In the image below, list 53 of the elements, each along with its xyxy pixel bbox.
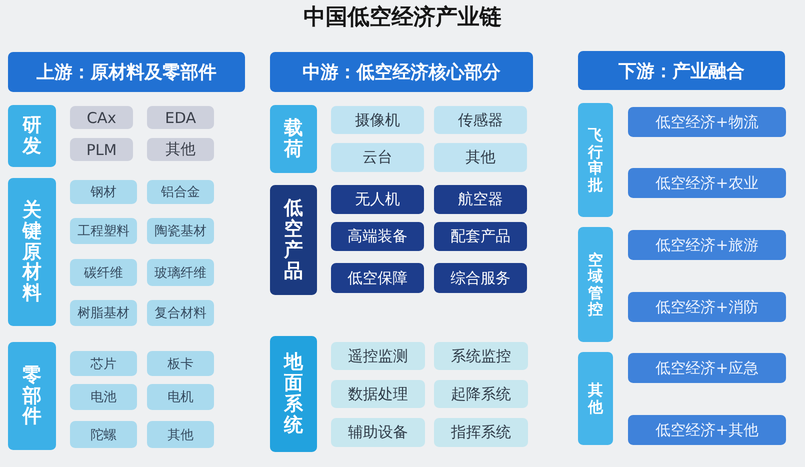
item-tag: EDA	[147, 106, 214, 129]
category-tab: 零部件	[8, 342, 56, 450]
item-tag: 云台	[331, 143, 424, 172]
category-tab: 低空产品	[270, 185, 317, 295]
item-tag: 遥控监测	[331, 342, 425, 370]
item-tag: 综合服务	[434, 263, 527, 293]
item-tag: 低空经济+物流	[628, 107, 786, 137]
stage-header: 中游：低空经济核心部分	[270, 52, 533, 92]
category-tab: 地面系统	[270, 336, 317, 452]
item-tag: 起降系统	[434, 380, 528, 408]
item-tag: 电机	[147, 384, 214, 410]
item-tag: 低空经济+农业	[628, 168, 786, 198]
category-tab: 空域管控	[578, 227, 613, 342]
item-tag: 指挥系统	[434, 418, 528, 447]
stage-header: 下游：产业融合	[578, 51, 785, 90]
item-tag: 无人机	[331, 185, 424, 214]
item-tag: 树脂基材	[70, 300, 137, 326]
item-tag: CAx	[70, 106, 133, 129]
item-tag: 其他	[147, 421, 214, 448]
item-tag: 数据处理	[331, 380, 425, 408]
item-tag: 复合材料	[147, 300, 214, 326]
category-tab: 飞行审批	[578, 103, 613, 217]
item-tag: 其他	[147, 138, 214, 161]
item-tag: 其他	[434, 143, 527, 172]
item-tag: 碳纤维	[70, 259, 137, 286]
item-tag: 工程塑料	[70, 218, 137, 244]
item-tag: 系统监控	[434, 342, 528, 370]
item-tag: 陀螺	[70, 421, 137, 448]
item-tag: 传感器	[434, 106, 527, 134]
category-tab: 载荷	[270, 105, 317, 173]
item-tag: PLM	[70, 138, 133, 161]
item-tag: 陶瓷基材	[147, 218, 214, 244]
item-tag: 辅助设备	[331, 418, 425, 447]
item-tag: 低空经济+消防	[628, 292, 786, 322]
item-tag: 玻璃纤维	[147, 259, 214, 286]
stage-header: 上游：原材料及零部件	[8, 52, 245, 92]
item-tag: 板卡	[147, 351, 214, 376]
item-tag: 低空经济+其他	[628, 415, 786, 445]
diagram-title: 中国低空经济产业链	[302, 4, 502, 32]
category-tab: 关键原材料	[8, 178, 56, 326]
item-tag: 铝合金	[147, 180, 214, 204]
category-tab: 研发	[8, 105, 56, 167]
item-tag: 低空经济+应急	[628, 353, 786, 383]
item-tag: 低空经济+旅游	[628, 230, 786, 260]
item-tag: 摄像机	[331, 106, 424, 134]
item-tag: 电池	[70, 384, 137, 410]
item-tag: 高端装备	[331, 222, 424, 251]
item-tag: 芯片	[70, 351, 137, 376]
item-tag: 航空器	[434, 185, 527, 214]
item-tag: 配套产品	[434, 222, 527, 251]
item-tag: 钢材	[70, 180, 137, 204]
category-tab: 其他	[578, 352, 613, 445]
item-tag: 低空保障	[331, 263, 424, 293]
